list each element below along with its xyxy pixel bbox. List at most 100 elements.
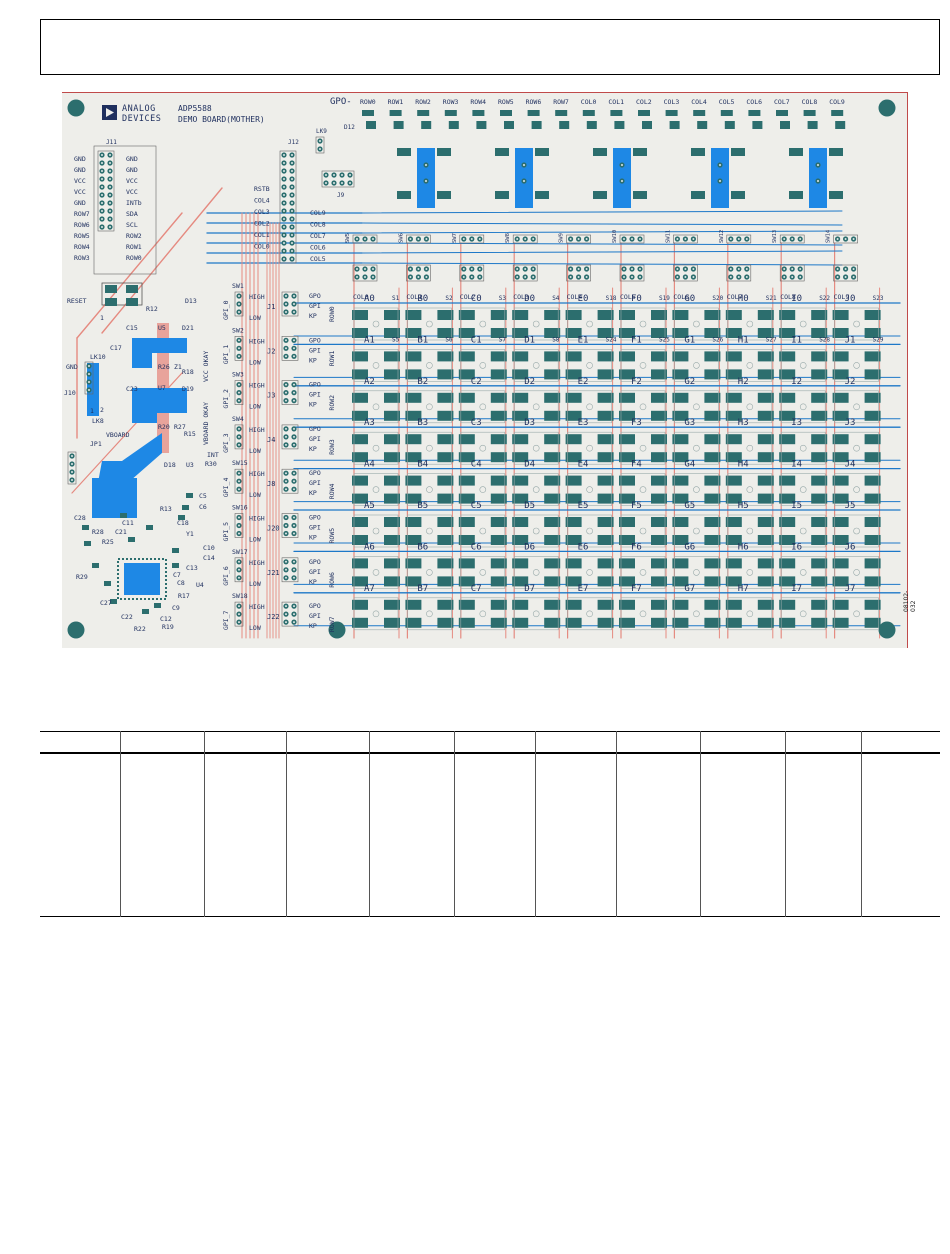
key-label: A2 <box>364 377 375 387</box>
key-pad <box>352 517 368 527</box>
header-pin <box>364 276 366 278</box>
led-pad <box>476 121 487 129</box>
led-pad <box>504 121 514 129</box>
header-pin <box>425 276 428 278</box>
header-pin <box>238 605 240 608</box>
led-pad <box>724 121 735 129</box>
switch-ref: S26 <box>712 336 723 343</box>
key-label: E4 <box>578 460 589 470</box>
key-pad <box>811 328 828 338</box>
key-pad <box>864 599 881 610</box>
key-pad <box>811 452 828 463</box>
key-outline <box>353 597 399 631</box>
col-jumper-header <box>512 264 538 282</box>
key-pad <box>405 617 422 628</box>
gpi-gpi-label: GPI <box>309 568 321 576</box>
col-label: COL9 <box>834 293 850 301</box>
key-outline <box>460 514 506 548</box>
key-label: F1 <box>631 335 642 345</box>
smd-pad <box>178 515 185 520</box>
key-outline <box>834 514 879 548</box>
gpi-gpo-label: GPO <box>309 469 321 477</box>
key-center <box>479 486 487 493</box>
switch-ref: S7 <box>499 336 507 343</box>
key-label: J7 <box>845 584 856 594</box>
header-pin <box>101 186 103 188</box>
led-pad <box>642 121 652 129</box>
gpo-net-label: ROW7 <box>553 98 569 106</box>
vboard-okay-label: VBOARD OKAY <box>202 402 210 445</box>
key-pad <box>544 452 561 463</box>
header-pin <box>745 268 748 270</box>
key-pad <box>704 410 721 421</box>
j11-pin-label: ROW5 <box>74 232 90 240</box>
gpi-switch-header <box>234 380 244 405</box>
key-pad <box>704 475 721 486</box>
key-label: I2 <box>791 377 802 387</box>
header-pin <box>356 268 358 270</box>
key-pad <box>779 493 796 504</box>
key-label: J6 <box>845 542 856 552</box>
gpi-jumper-label: J20 <box>267 525 280 533</box>
key-pad <box>704 558 721 569</box>
key-pad <box>832 351 849 362</box>
header-pin <box>291 210 293 212</box>
key-pad <box>437 599 454 610</box>
gpi-gpi-label: GPI <box>309 524 321 532</box>
key-pad <box>597 517 614 527</box>
key-center <box>639 486 647 493</box>
key-pad <box>405 392 422 403</box>
transistor-pour <box>711 148 729 208</box>
header-pin <box>293 303 295 305</box>
header-pin <box>238 295 240 297</box>
j10-header <box>84 361 94 395</box>
key-pad <box>672 310 689 320</box>
key-pad <box>779 392 796 403</box>
key-pad <box>757 310 774 320</box>
key-center <box>799 320 807 328</box>
col-switch-label: SW13 <box>772 230 778 243</box>
mounting-hole <box>67 621 85 639</box>
gpi-gpi-label: GPI <box>309 612 321 620</box>
led-pad <box>366 121 376 129</box>
key-outline <box>834 473 879 506</box>
key-pad <box>458 392 475 403</box>
key-pad <box>864 452 881 463</box>
gpo-net-label: ROW0 <box>360 98 376 106</box>
header-pin <box>532 238 535 240</box>
key-pad <box>458 493 475 504</box>
key-label: C6 <box>471 542 482 552</box>
header-pin <box>569 276 572 278</box>
gpi-gpo-label: GPO <box>309 381 321 389</box>
component-label: U7 <box>158 384 166 392</box>
key-center <box>746 362 754 369</box>
led-pad <box>444 110 457 116</box>
header-pin <box>101 202 103 204</box>
led-pad <box>527 110 540 116</box>
component-label: JP1 <box>90 440 102 448</box>
key-pad <box>832 310 849 320</box>
key-center <box>586 320 593 328</box>
gpi-jumper-header <box>281 380 299 405</box>
copper-pour <box>92 478 137 518</box>
key-pad <box>619 310 635 320</box>
j11-pin-label: GND <box>126 155 138 163</box>
key-pad <box>832 369 849 380</box>
key-pad <box>405 535 422 545</box>
key-pad <box>779 410 796 421</box>
j11-label: J11 <box>106 139 117 146</box>
gpi-high-label: HIGH <box>249 470 265 478</box>
component-label: C14 <box>203 554 215 562</box>
key-pad <box>458 310 475 320</box>
key-pad <box>651 599 667 610</box>
key-outline <box>513 349 559 382</box>
col-label: COL6 <box>673 293 689 301</box>
key-pad <box>757 558 774 569</box>
j11-pin-label: GND <box>74 166 86 174</box>
key-center <box>426 610 433 618</box>
key-label: F6 <box>631 542 642 552</box>
header-pin <box>101 210 103 212</box>
component-label: R17 <box>178 592 190 600</box>
key-center <box>746 610 754 618</box>
component-label: R26 <box>158 363 170 371</box>
